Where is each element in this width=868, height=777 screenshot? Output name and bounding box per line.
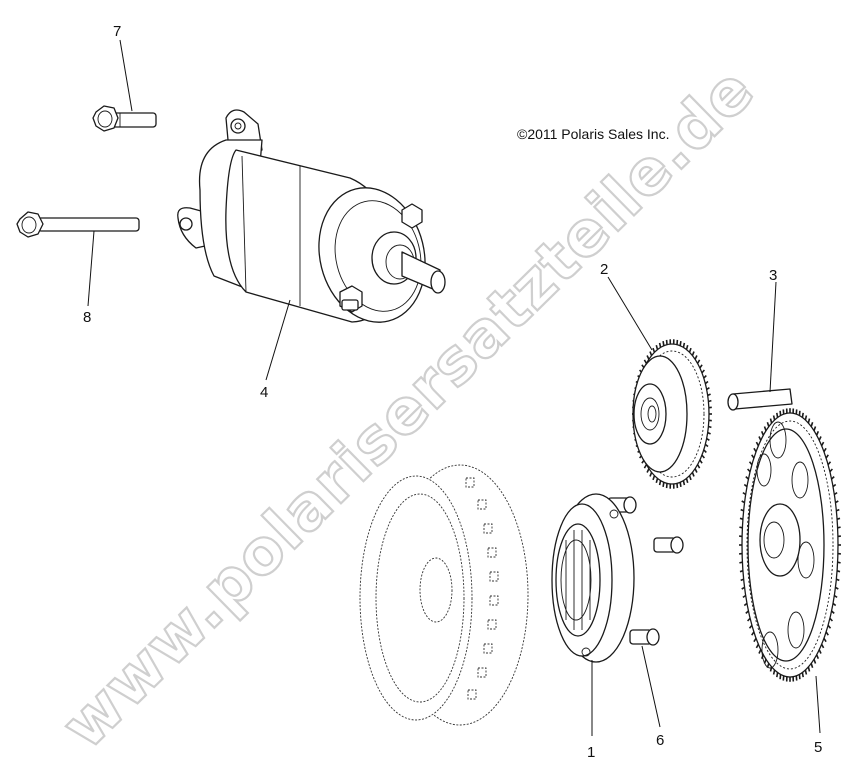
part-8-long-bolt bbox=[16, 211, 140, 238]
leader-4 bbox=[265, 299, 291, 381]
part-2-idler-gear bbox=[632, 339, 712, 489]
leader-7 bbox=[119, 39, 133, 112]
callout-8: 8 bbox=[83, 309, 91, 326]
copyright-text: ©2011 Polaris Sales Inc. bbox=[517, 126, 669, 142]
callout-7: 7 bbox=[113, 23, 121, 40]
leader-5 bbox=[815, 675, 821, 734]
part-1-starter-clutch bbox=[551, 493, 635, 663]
part-7-short-bolt bbox=[92, 105, 157, 132]
callout-5: 5 bbox=[814, 739, 822, 756]
callout-2: 2 bbox=[600, 261, 608, 278]
callout-1: 1 bbox=[587, 744, 595, 761]
flywheel-phantom bbox=[359, 464, 529, 726]
leader-6 bbox=[641, 645, 661, 728]
callout-4: 4 bbox=[260, 384, 268, 401]
part-6-cap-screws bbox=[607, 496, 684, 646]
leader-2 bbox=[607, 276, 653, 351]
part-3-pin bbox=[727, 388, 793, 411]
part-4-starter-motor bbox=[177, 109, 446, 323]
callout-6: 6 bbox=[656, 732, 664, 749]
part-5-driven-gear bbox=[739, 408, 841, 682]
leader-8 bbox=[87, 230, 95, 307]
leader-3 bbox=[769, 281, 777, 393]
flywheel-teeth bbox=[465, 477, 499, 700]
leader-lines bbox=[87, 39, 821, 736]
callout-3: 3 bbox=[769, 267, 777, 284]
